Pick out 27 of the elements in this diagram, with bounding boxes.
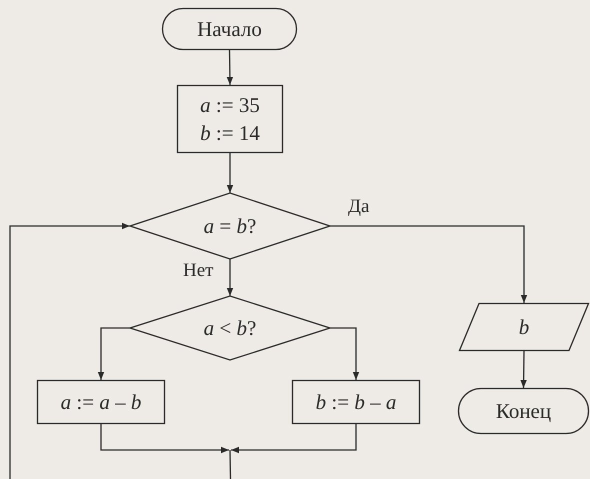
output-parallelogram [459, 303, 589, 351]
arrow [231, 424, 357, 454]
arrow [226, 153, 234, 193]
arrow [226, 259, 234, 296]
node-text: a = b? [204, 212, 256, 240]
node-text: a := 35 [200, 92, 260, 119]
node-text: b [518, 314, 530, 341]
arrow [330, 327, 360, 380]
node-text: b := 14 [200, 120, 260, 147]
end-terminal [458, 388, 589, 434]
process-box [37, 380, 165, 424]
decision-diamond [130, 193, 330, 259]
decision-diamond [130, 296, 330, 360]
start-terminal [162, 8, 297, 50]
arrow [226, 50, 234, 85]
process-box [177, 85, 283, 153]
arrow [330, 225, 528, 303]
process-box [292, 380, 420, 424]
arrow [9, 222, 130, 479]
arrow [98, 327, 130, 380]
node-text: a := a – b [60, 388, 142, 416]
arrow [100, 424, 229, 454]
node-text: Конец [496, 398, 552, 425]
node-text: Начало [197, 16, 262, 43]
node-text: b := b – a [316, 388, 396, 416]
arrow [520, 351, 527, 388]
node-text: a < b? [204, 314, 256, 342]
